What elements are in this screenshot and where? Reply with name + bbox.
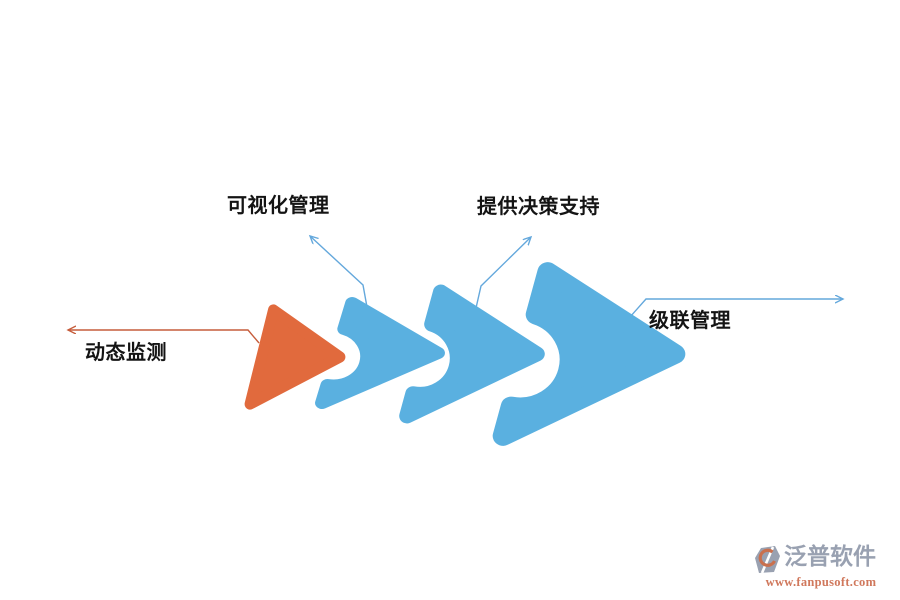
step3-label: 提供决策支持	[477, 194, 600, 218]
step1-orange-triangle	[244, 304, 346, 410]
step1-label: 动态监测	[85, 340, 167, 364]
step2-blue-chevron	[315, 297, 445, 409]
step3-blue-chevron	[399, 284, 545, 424]
brand-name: 泛普软件	[784, 544, 876, 570]
fanpu-watermark: 泛普软件 www.fanpusoft.com	[754, 544, 888, 590]
connector-step1-left-arrow	[68, 330, 260, 344]
logo-swoosh	[758, 548, 776, 567]
brand-url: www.fanpusoft.com	[765, 575, 877, 589]
step2-label: 可视化管理	[227, 193, 330, 217]
connector-step4-right-arrow	[629, 299, 843, 318]
step4-blue-chevron	[492, 262, 686, 446]
connector-step2-upleft-arrow	[310, 236, 368, 308]
step4-label: 级联管理	[649, 308, 731, 332]
fanpu-logo-icon	[755, 546, 780, 574]
brand-row: 泛普软件	[754, 544, 888, 574]
connector-step3-upright-arrow	[475, 237, 531, 309]
